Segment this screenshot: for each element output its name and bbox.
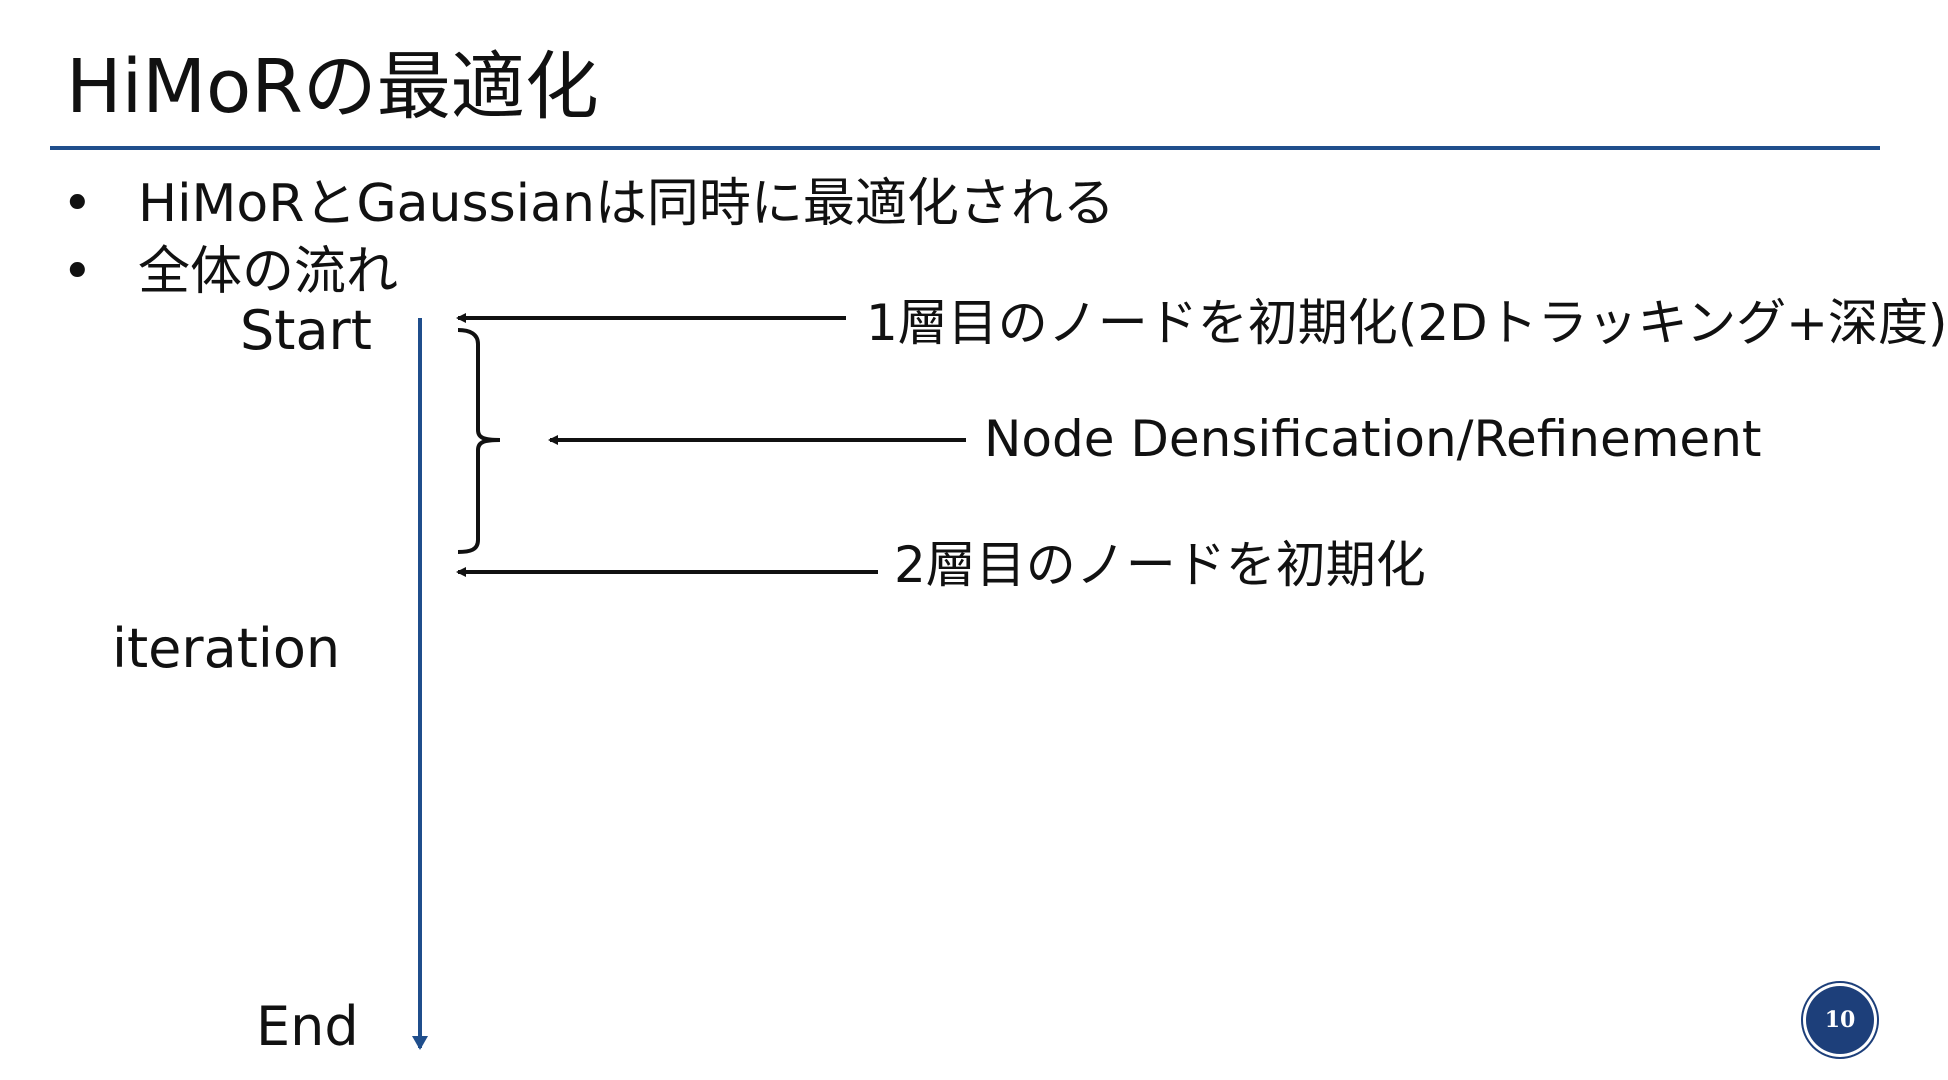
iteration-brace [457, 328, 501, 554]
page-number-badge: 10 [1806, 986, 1874, 1054]
annotation-init-layer2: 2層目のノードを初期化 [894, 536, 1426, 594]
annotation-init-layer1: 1層目のノードを初期化(2Dトラッキング+深度) [866, 294, 1948, 352]
timeline-arrowhead [412, 1036, 428, 1050]
timeline-start-label: Start [240, 299, 372, 362]
annotation-densification: Node Densification/Refinement [984, 410, 1762, 468]
bullet-marker: • [62, 242, 93, 302]
slide-title: HiMoRの最適化 [66, 44, 599, 130]
timeline-iteration-label: iteration [112, 617, 341, 680]
bullet-marker: • [62, 174, 93, 234]
title-underline [50, 146, 1880, 150]
bullet-text: HiMoRとGaussianは同時に最適化される [138, 174, 1115, 234]
bullet-text: 全体の流れ [138, 242, 399, 302]
timeline-end-label: End [256, 995, 359, 1058]
